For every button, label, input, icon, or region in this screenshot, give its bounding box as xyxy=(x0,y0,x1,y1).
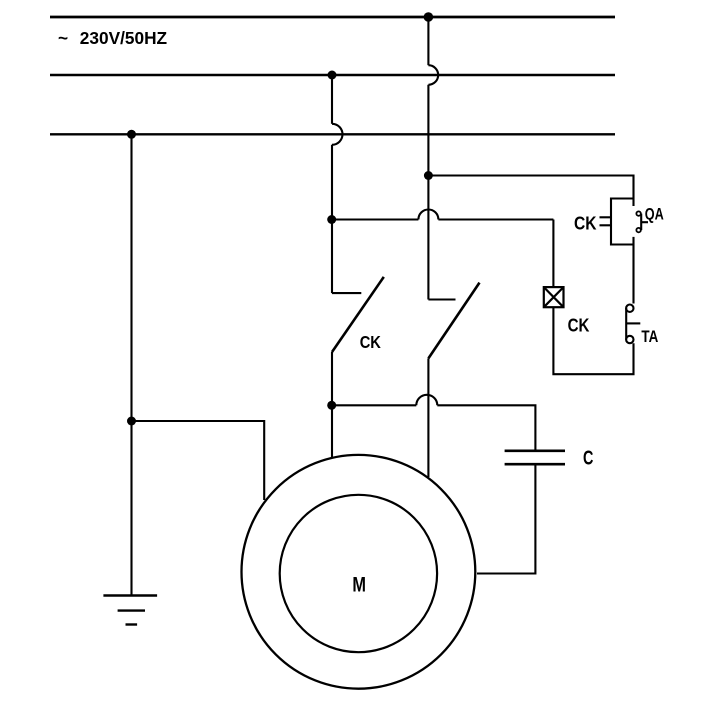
svg-text:M: M xyxy=(352,573,366,596)
svg-text:CK: CK xyxy=(568,316,590,336)
svg-text:230V/50HZ: 230V/50HZ xyxy=(80,28,167,48)
svg-text:C: C xyxy=(583,448,593,470)
svg-text:TA: TA xyxy=(641,328,658,346)
svg-text:QA: QA xyxy=(645,205,664,223)
svg-text:~: ~ xyxy=(58,28,68,48)
svg-text:CK: CK xyxy=(360,332,382,352)
svg-text:CK: CK xyxy=(574,212,597,233)
